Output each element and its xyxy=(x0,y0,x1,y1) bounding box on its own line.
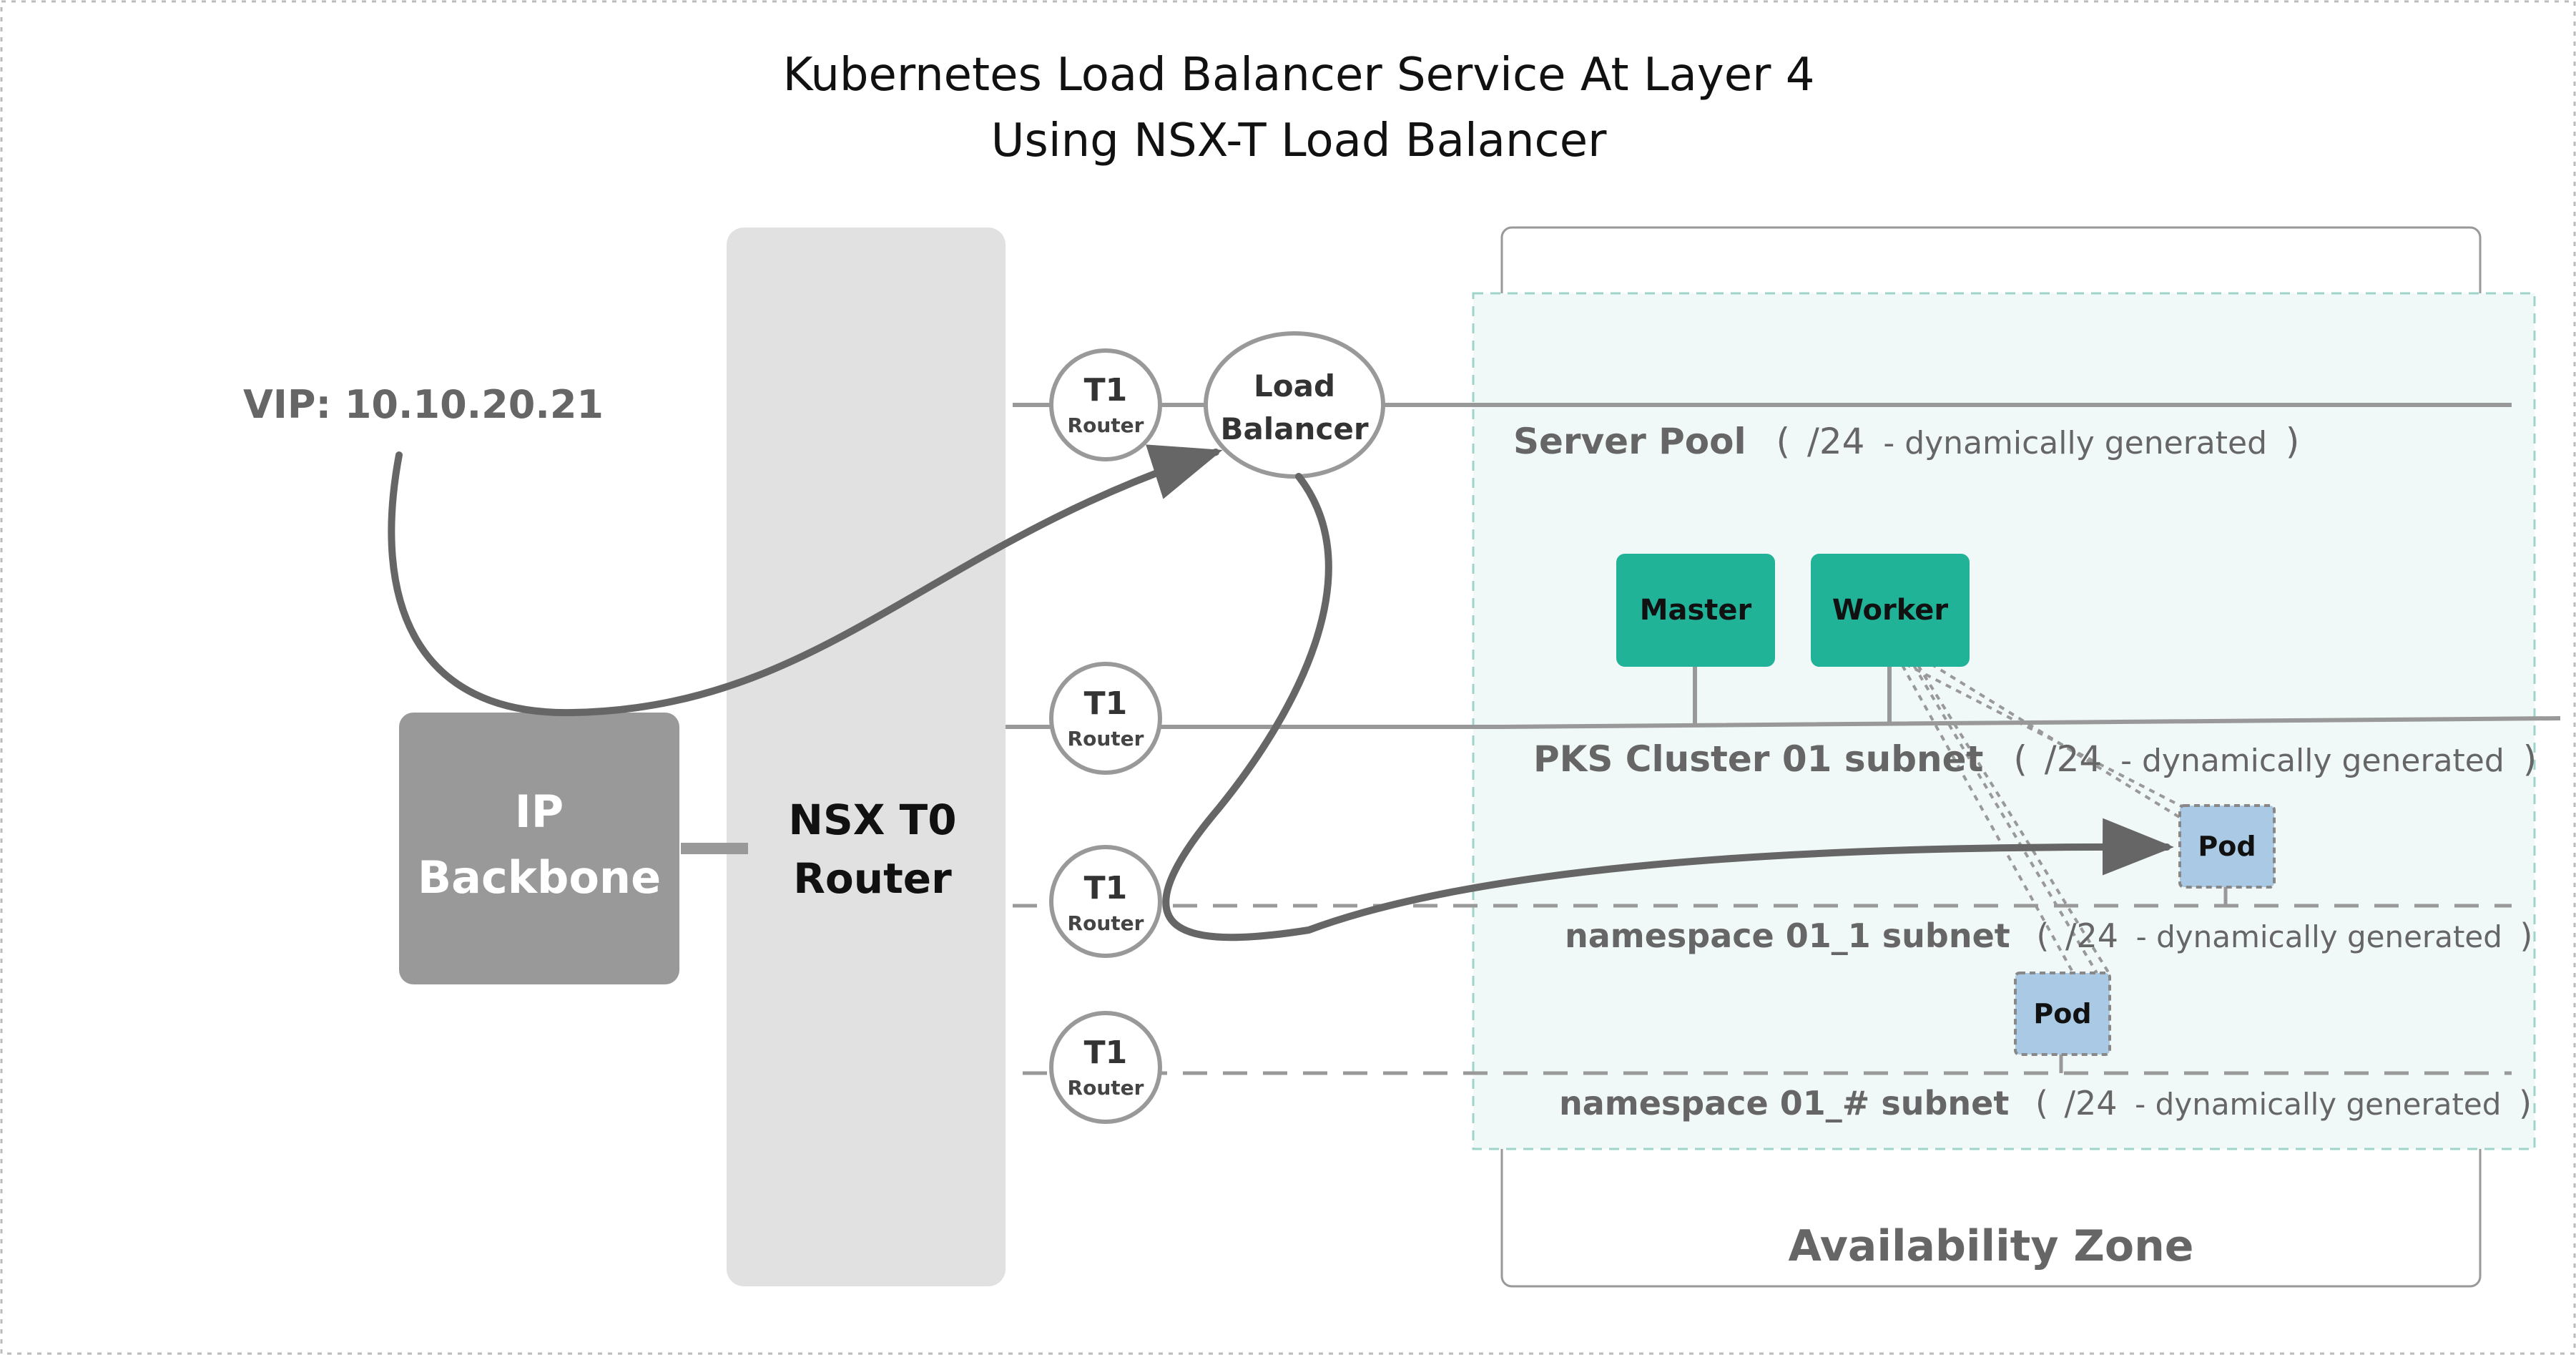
vip-to-load-balancer-arrow xyxy=(388,444,1223,717)
load-balancer: Load Balancer xyxy=(1204,331,1385,479)
master-node: Master xyxy=(1616,554,1775,667)
t1-router-2: T1 Router xyxy=(1049,662,1162,775)
pod-1: Pod xyxy=(2178,804,2276,889)
worker-pod-link-3 xyxy=(1901,665,2075,975)
t1-router-3-subtitle: Router xyxy=(1068,911,1144,935)
worker-node: Worker xyxy=(1811,554,1970,667)
ip-backbone-box xyxy=(399,713,679,984)
vip-label: VIP: 10.10.20.21 xyxy=(243,382,604,427)
t1-router-3: T1 Router xyxy=(1049,845,1162,958)
namespace-1-subnet-label: namespace 01_1 subnet ( /24 - dynamicall… xyxy=(1565,916,2532,955)
load-balancer-label-line-1: Load xyxy=(1254,368,1335,403)
t1-router-2-subtitle: Router xyxy=(1068,727,1144,750)
t1-router-3-title: T1 xyxy=(1084,870,1128,906)
worker-pod-link-2 xyxy=(1929,662,2190,824)
t1-router-1-title: T1 xyxy=(1084,372,1128,409)
t1-router-4: T1 Router xyxy=(1049,1011,1162,1124)
server-pool-label: Server Pool ( /24 - dynamically generate… xyxy=(1513,421,2299,462)
load-balancer-label-line-2: Balancer xyxy=(1220,411,1368,446)
worker-node-label: Worker xyxy=(1832,594,1949,627)
pks-cluster-subnet-label: PKS Cluster 01 subnet ( /24 - dynamicall… xyxy=(1533,738,2537,780)
pod-2-label: Pod xyxy=(2033,998,2091,1029)
t1-router-1: T1 Router xyxy=(1049,348,1162,461)
nsx-t0-router-label-line-1: NSX T0 xyxy=(788,796,956,844)
t1-router-4-title: T1 xyxy=(1084,1034,1128,1071)
t1-router-1-subtitle: Router xyxy=(1068,414,1144,437)
ip-backbone-label-line-2: Backbone xyxy=(418,851,661,904)
t1-router-2-title: T1 xyxy=(1084,685,1128,722)
master-node-label: Master xyxy=(1640,594,1752,627)
t1-router-4-subtitle: Router xyxy=(1068,1076,1144,1100)
pod-2: Pod xyxy=(2014,972,2111,1056)
availability-zone-label: Availability Zone xyxy=(1789,1221,2194,1271)
load-balancer-to-pod-arrow xyxy=(1162,473,2174,941)
diagram-title-line-2: Using NSX-T Load Balancer xyxy=(991,114,1607,167)
worker-pod-link-4 xyxy=(1912,664,2098,974)
nsx-t0-router-panel xyxy=(727,228,1006,1286)
ip-backbone-label-line-1: IP xyxy=(515,786,564,838)
nsx-t0-router-label-line-2: Router xyxy=(793,854,952,903)
diagram-title-line-1: Kubernetes Load Balancer Service At Laye… xyxy=(783,49,1815,102)
pod-1-label: Pod xyxy=(2198,831,2256,862)
worker-pod-link-5 xyxy=(1917,664,2111,976)
namespace-n-subnet-label: namespace 01_# subnet ( /24 - dynamicall… xyxy=(1559,1084,2532,1122)
